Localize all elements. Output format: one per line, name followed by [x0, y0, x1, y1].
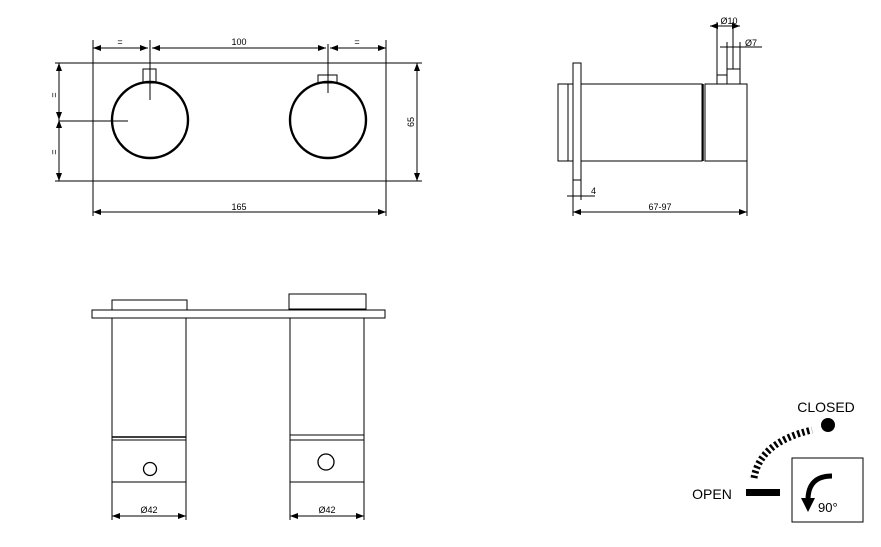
flange	[572, 62, 582, 181]
open-label: OPEN	[692, 486, 732, 502]
front-plate	[92, 62, 387, 182]
closed-dot-icon	[821, 418, 835, 432]
dim-left-eq: =	[117, 37, 122, 47]
stem	[726, 68, 741, 85]
dim-center: 100	[231, 37, 246, 47]
right-body	[289, 317, 365, 483]
rotation-arc-icon	[750, 426, 813, 479]
dim-height: 65	[406, 117, 416, 127]
closed-label: CLOSED	[797, 399, 855, 415]
vertical-eq-top: =	[49, 92, 59, 97]
left-body	[111, 317, 187, 483]
angle-label: 90°	[818, 500, 838, 515]
dim-width: 165	[231, 202, 246, 212]
dim-right-eq: =	[354, 37, 359, 47]
dia-right: Ø42	[318, 505, 335, 515]
right-cap	[288, 293, 367, 310]
rotation-symbol: CLOSED OPEN 90°	[692, 399, 864, 523]
dia-left: Ø42	[140, 505, 157, 515]
rotation-box	[791, 457, 864, 523]
right-handle	[288, 80, 368, 160]
front-view: = 100 = = = 65 165	[49, 37, 422, 216]
dia-inner: Ø7	[745, 38, 757, 48]
dim-flange: 4	[591, 186, 596, 196]
handle-head	[704, 83, 748, 162]
wall-plate	[91, 309, 386, 319]
bottom-view: Ø42 Ø42	[91, 293, 386, 520]
left-cap	[111, 299, 188, 311]
rotate-arrow-icon	[805, 473, 833, 501]
body	[580, 83, 703, 162]
open-bar-icon	[746, 489, 780, 496]
dim-depth: 67-97	[648, 202, 671, 212]
dia-outer: Ø10	[720, 16, 737, 26]
rear-housing	[557, 83, 574, 162]
side-view: Ø10 Ø7 4 67-97	[557, 16, 762, 216]
vertical-eq-bottom: =	[49, 149, 59, 154]
